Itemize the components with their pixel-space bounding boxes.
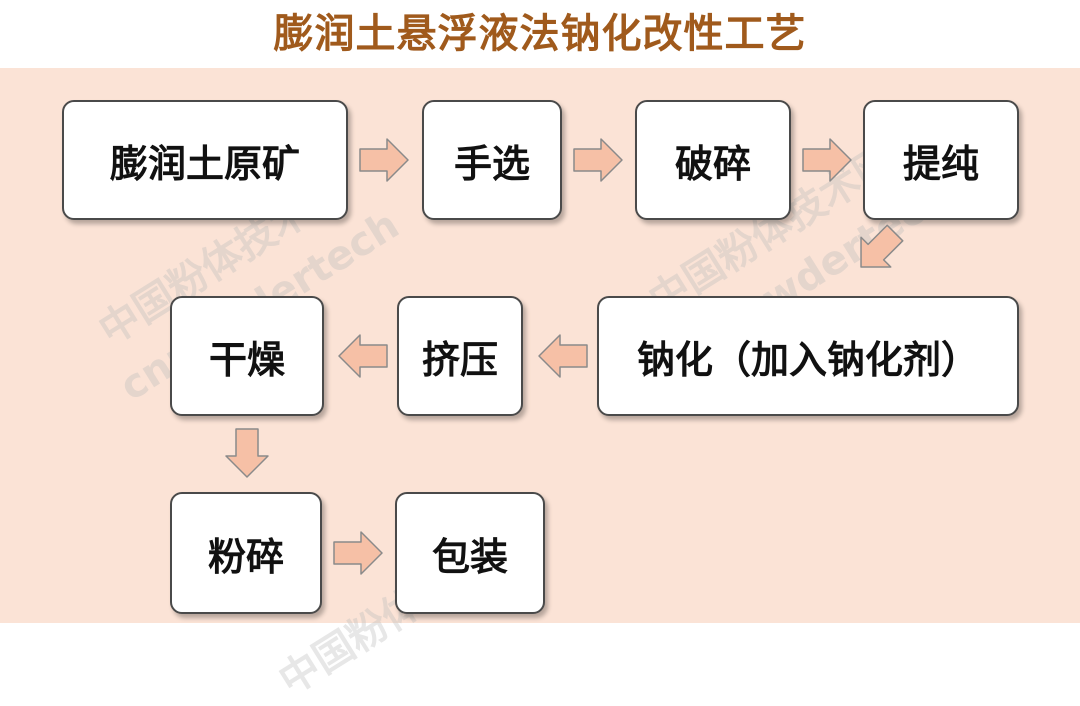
step-drying-label: 干燥 (208, 337, 285, 382)
arrow-left-1 (538, 334, 588, 378)
step-purification: 提纯 (863, 100, 1019, 220)
step-crushing: 破碎 (635, 100, 791, 220)
arrow-left-2 (338, 334, 388, 378)
step-hand-sorting-label: 手选 (453, 141, 530, 186)
step-packaging-label: 包装 (431, 534, 508, 579)
arrow-right-2 (573, 138, 623, 182)
step-grinding-label: 粉碎 (207, 534, 284, 579)
arrow-right-3 (802, 138, 852, 182)
arrow-right-1 (359, 138, 409, 182)
diagram-title: 膨润土悬浮液法钠化改性工艺 (0, 0, 1080, 68)
arrow-down (225, 428, 269, 478)
flowchart-panel: 中国粉体技术网 cnpowdertech 中国粉体技术网 cnpowdertec… (0, 68, 1080, 704)
step-sodium-modification-label: 钠化（加入钠化剂） (636, 337, 979, 382)
step-purification-label: 提纯 (902, 141, 979, 186)
step-sodium-modification: 钠化（加入钠化剂） (597, 296, 1019, 416)
arrow-down-left (860, 224, 904, 268)
arrow-right-4 (333, 531, 383, 575)
step-extrusion: 挤压 (397, 296, 523, 416)
step-drying: 干燥 (170, 296, 324, 416)
step-crushing-label: 破碎 (674, 141, 751, 186)
step-hand-sorting: 手选 (422, 100, 562, 220)
step-packaging: 包装 (395, 492, 545, 614)
step-grinding: 粉碎 (170, 492, 322, 614)
step-extrusion-label: 挤压 (421, 337, 498, 382)
step-raw-ore: 膨润土原矿 (62, 100, 348, 220)
step-raw-ore-label: 膨润土原矿 (109, 141, 300, 186)
